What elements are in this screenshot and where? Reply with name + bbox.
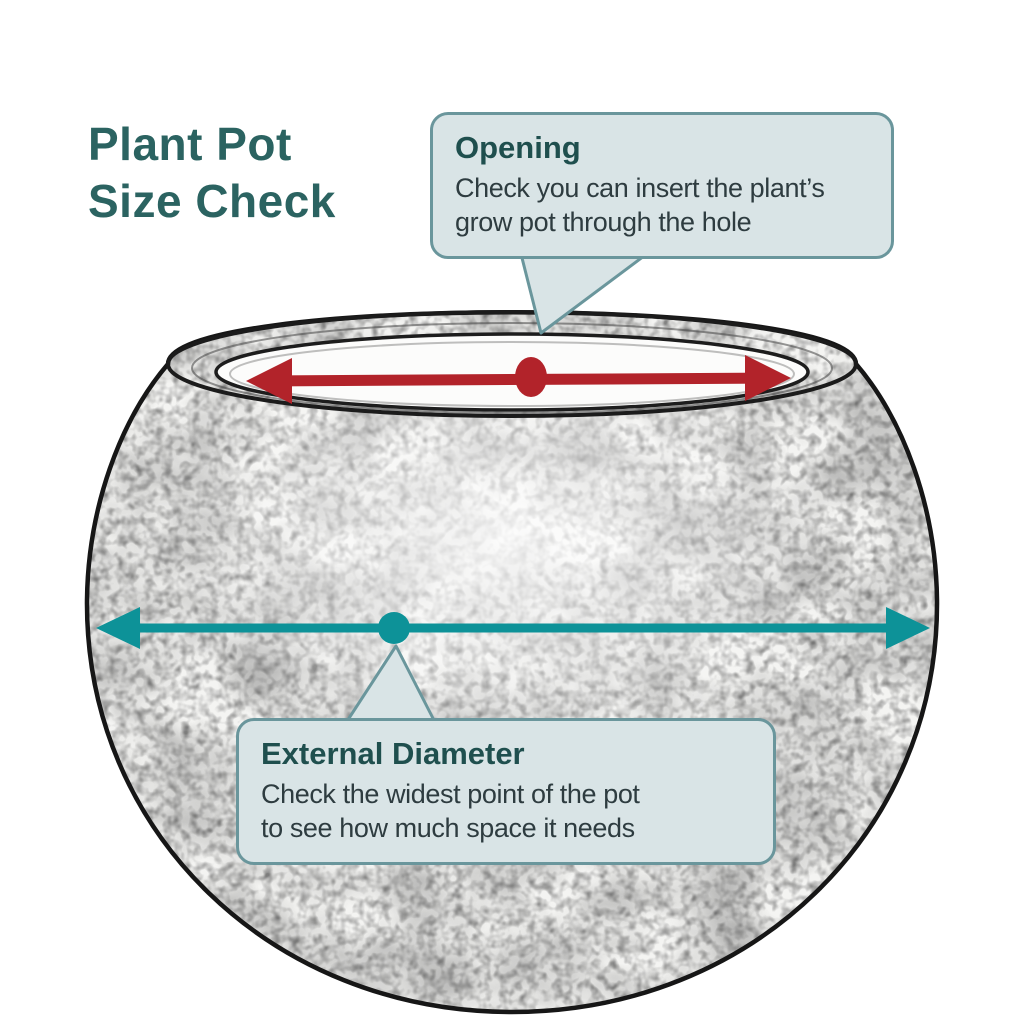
- arrowhead-right-icon: [886, 607, 930, 649]
- page-title: Plant Pot Size Check: [88, 116, 336, 230]
- arrowhead-left-icon: [246, 358, 292, 404]
- pot-opening-hole: [214, 332, 810, 412]
- arrowhead-left-icon: [96, 607, 140, 649]
- opening-callout-body-line-2: grow pot through the hole: [455, 207, 752, 238]
- external-diameter-callout-heading: External Diameter: [261, 736, 525, 771]
- external-diameter-callout: External Diameter Check the widest point…: [236, 718, 776, 865]
- pot-rim-mid: [191, 322, 833, 414]
- external-diameter-callout-body-line-2: to see how much space it needs: [261, 813, 635, 844]
- pot-rim-outer: [166, 310, 858, 418]
- opening-callout-body-line-1: Check you can insert the plant’s: [455, 173, 825, 204]
- page-title-line-1: Plant Pot: [88, 118, 292, 170]
- opening-callout-tail: [518, 248, 654, 335]
- opening-diameter-arrow: [246, 355, 791, 404]
- arrowhead-right-icon: [745, 355, 791, 401]
- pot-opening-inner-shadow: [229, 341, 795, 407]
- page-title-line-2: Size Check: [88, 175, 336, 228]
- pot-highlight: [170, 335, 830, 755]
- external-diameter-arrow: [96, 607, 930, 649]
- opening-callout-heading: Opening: [455, 130, 581, 165]
- external-diameter-center-dot: [378, 612, 410, 644]
- external-diameter-callout-body-line-1: Check the widest point of the pot: [261, 779, 640, 810]
- opening-callout: Opening Check you can insert the plant’s…: [430, 112, 894, 259]
- opening-center-dot: [515, 357, 547, 397]
